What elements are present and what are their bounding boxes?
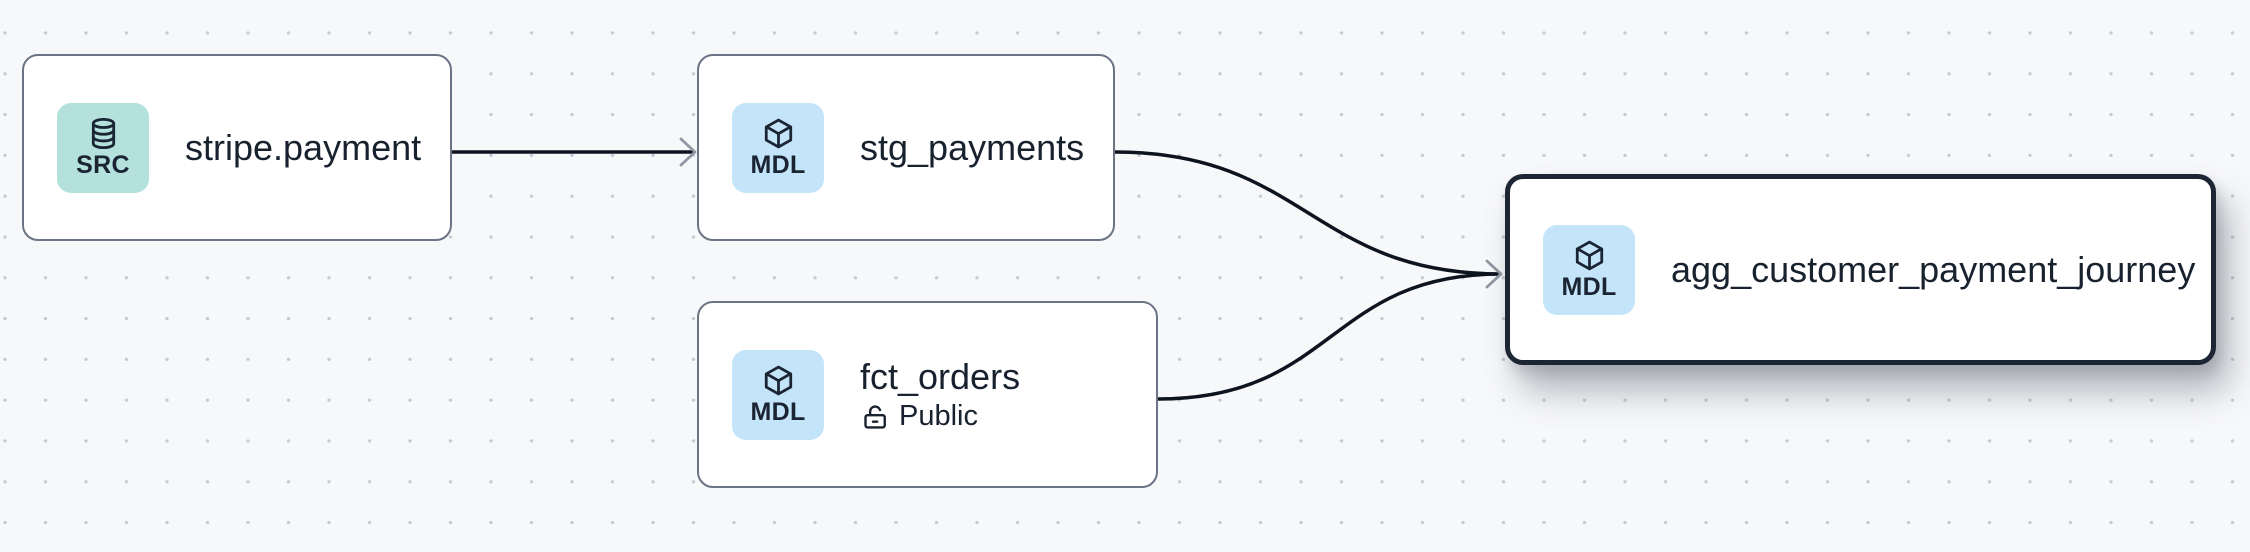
model-type-badge: MDL — [732, 349, 824, 440]
badge-label: MDL — [750, 398, 806, 427]
lock-open-icon — [864, 405, 886, 429]
badge-label: MDL — [750, 151, 806, 180]
access-label: Public — [899, 399, 978, 432]
database-icon — [91, 118, 115, 150]
model-type-badge: MDL — [1543, 224, 1635, 315]
cube-icon — [764, 366, 792, 396]
node-title: stripe.payment — [185, 126, 422, 168]
access-visibility: Public — [860, 399, 978, 433]
arrowhead-icon — [1485, 259, 1503, 289]
node-title: stg_payments — [860, 126, 1085, 168]
edge-stg-payments-to-agg-customer-payment-journey — [1114, 150, 1502, 276]
node-title: agg_customer_payment_journey — [1671, 248, 2196, 290]
node-title: fct_orders — [860, 356, 1021, 398]
arrowhead-icon — [679, 137, 697, 167]
badge-label: SRC — [76, 151, 130, 180]
source-type-badge: SRC — [57, 102, 149, 193]
node-fct-orders[interactable]: MDL fct_orders Public — [697, 301, 1158, 488]
cube-icon — [1575, 241, 1603, 271]
node-agg-customer-payment-journey[interactable]: MDL agg_customer_payment_journey — [1505, 174, 2216, 365]
cube-icon — [764, 119, 792, 149]
edge-fct-orders-to-agg-customer-payment-journey — [1157, 272, 1502, 401]
model-type-badge: MDL — [732, 102, 824, 193]
node-stg-payments[interactable]: MDL stg_payments — [697, 54, 1115, 241]
badge-label: MDL — [1561, 273, 1617, 302]
node-stripe-payment[interactable]: SRC stripe.payment — [22, 54, 452, 241]
